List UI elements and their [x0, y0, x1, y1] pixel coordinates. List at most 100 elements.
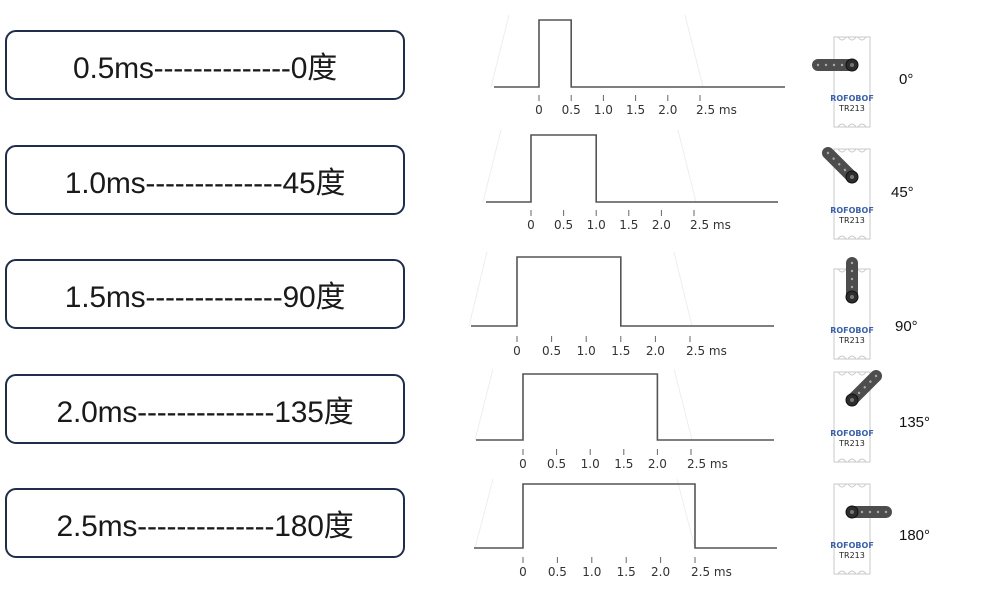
mapping-text: 0.5ms--------------0度 — [72, 52, 338, 85]
tick-label: 0 — [519, 565, 527, 579]
guide-line — [676, 478, 696, 549]
tick-label: 2.5 ms — [696, 103, 737, 117]
horn-hole — [874, 374, 878, 378]
tick-label: 2.5 ms — [691, 565, 732, 579]
horn-hole — [850, 261, 854, 265]
pulse-waveform — [476, 373, 774, 441]
mapping-box-0: 0.5ms--------------0度 — [5, 30, 405, 100]
mount-notch — [847, 123, 857, 128]
tick-label: 0.5 — [542, 344, 561, 358]
mount-notch — [837, 458, 847, 463]
mapping-text: 1.0ms--------------45度 — [64, 167, 346, 200]
mount-notch — [847, 235, 857, 240]
tick-label: 2.0 — [658, 103, 677, 117]
tick-label: 0 — [535, 103, 543, 117]
pulse-waveform — [494, 19, 785, 88]
tick-label: 2.0 — [646, 344, 665, 358]
tick-label: 1.5 — [617, 565, 636, 579]
horn-hole — [850, 269, 854, 273]
horn-hole — [824, 63, 828, 67]
guide-line — [474, 368, 494, 441]
tick-label: 0 — [519, 457, 527, 471]
horn-hole — [876, 510, 880, 514]
mount-notch — [847, 355, 857, 360]
tick-label: 1.5 — [614, 457, 633, 471]
mount-notch — [857, 148, 867, 153]
tick-label: 0.5 — [554, 218, 573, 232]
angle-label-0: 0° — [899, 71, 914, 88]
tick-label: 2.5 ms — [690, 218, 731, 232]
servo-model: TR213 — [838, 104, 865, 113]
horn-hole — [832, 63, 836, 67]
horn-hole — [840, 63, 844, 67]
mapping-box-4: 2.5ms--------------180度 — [5, 488, 405, 558]
angle-label-4: 180° — [899, 527, 931, 544]
horn-hole — [884, 510, 888, 514]
mapping-text: 2.5ms--------------180度 — [56, 510, 354, 543]
guide-line — [474, 478, 494, 549]
tick-label: 0.5 — [548, 565, 567, 579]
mapping-box-2: 1.5ms--------------90度 — [5, 259, 405, 329]
horn-hole — [843, 168, 847, 172]
servo-brand: ROFOBOF — [830, 541, 874, 550]
mount-notch — [857, 355, 867, 360]
horn-hole — [868, 510, 872, 514]
mount-notch — [857, 483, 867, 488]
mount-notch — [837, 483, 847, 488]
mount-notch — [857, 36, 867, 41]
mapping-box-3: 2.0ms--------------135度 — [5, 374, 405, 444]
mount-notch — [857, 458, 867, 463]
servo-model: TR213 — [838, 336, 865, 345]
pulse-waveform — [471, 256, 774, 327]
servo-brand: ROFOBOF — [830, 326, 874, 335]
tick-label: 0.5 — [547, 457, 566, 471]
pulse-waveform — [486, 134, 778, 203]
guide-line — [482, 129, 502, 203]
mapping-box-1: 1.0ms--------------45度 — [5, 145, 405, 215]
angle-label-3: 135° — [899, 414, 931, 431]
mount-notch — [857, 570, 867, 575]
horn-hole — [869, 380, 872, 383]
guide-line — [684, 14, 704, 88]
horn-hole — [850, 277, 854, 281]
mapping-text: 2.0ms--------------135度 — [56, 396, 354, 429]
mount-notch — [857, 268, 867, 273]
tick-label: 1.0 — [594, 103, 613, 117]
angle-label-2: 90° — [895, 318, 918, 335]
horn-screw — [850, 295, 854, 299]
tick-label: 1.0 — [582, 565, 601, 579]
servo-model: TR213 — [838, 439, 865, 448]
mount-notch — [847, 36, 857, 41]
pulse-waveform — [474, 483, 777, 549]
tick-label: 2.0 — [651, 565, 670, 579]
horn-hole — [838, 163, 841, 166]
mount-notch — [837, 36, 847, 41]
horn-hole — [826, 151, 830, 155]
horn-hole — [816, 63, 820, 67]
tick-label: 2.5 ms — [686, 344, 727, 358]
tick-label: 1.0 — [581, 457, 600, 471]
guide-line — [490, 14, 510, 88]
mount-notch — [837, 123, 847, 128]
horn-screw — [850, 63, 854, 67]
mount-notch — [837, 570, 847, 575]
mount-notch — [837, 268, 847, 273]
horn-hole — [832, 157, 835, 160]
mount-notch — [847, 458, 857, 463]
horn-hole — [863, 386, 866, 389]
tick-label: 0.5 — [562, 103, 581, 117]
horn-hole — [850, 285, 854, 289]
mount-notch — [847, 371, 857, 376]
mount-notch — [837, 371, 847, 376]
mount-notch — [857, 235, 867, 240]
mount-notch — [837, 235, 847, 240]
horn-screw — [850, 398, 854, 402]
tick-label: 1.5 — [611, 344, 630, 358]
guide-line — [673, 368, 693, 441]
tick-label: 2.0 — [652, 218, 671, 232]
servo-body — [833, 36, 871, 128]
servo-model: TR213 — [838, 551, 865, 560]
mount-notch — [847, 148, 857, 153]
servo-body — [833, 371, 871, 463]
